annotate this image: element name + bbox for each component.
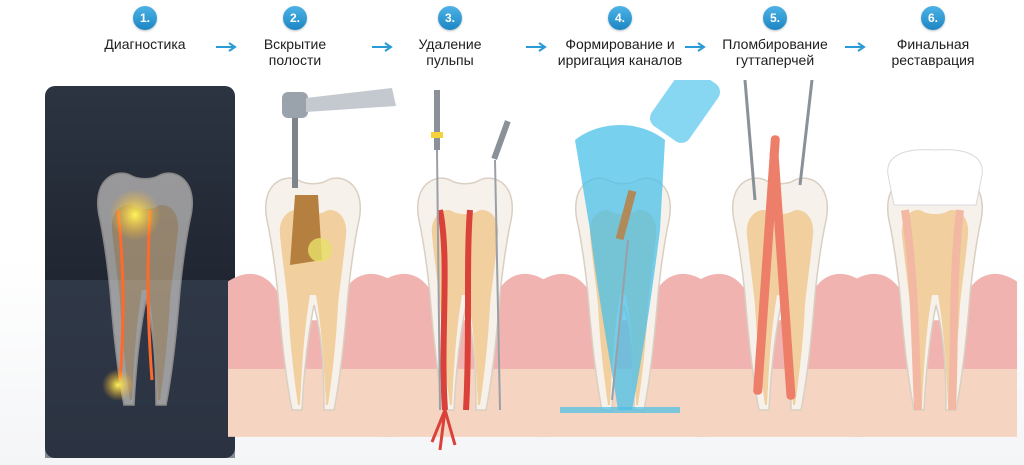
illustration-scene <box>0 80 1024 465</box>
step-1-label: Диагностика <box>104 36 186 52</box>
tooth-illustrations <box>45 80 1017 458</box>
panel-pulp-removal <box>382 90 547 451</box>
arrow-right-icon <box>685 42 706 52</box>
step-5: 5. Пломбирование гуттаперчей <box>705 6 845 68</box>
step-3-number: 3. <box>438 6 462 30</box>
step-4-label: Формирование и ирригация каналов <box>557 36 683 68</box>
step-2-number: 2. <box>283 6 307 30</box>
step-1-number: 1. <box>133 6 157 30</box>
panel-shaping-irrigation <box>540 80 720 437</box>
step-6-label: Финальная реставрация <box>891 36 975 68</box>
steps-header: 1. Диагностика 2. Вскрытие полости 3. Уд… <box>0 0 1024 90</box>
step-3-label: Удаление пульпы <box>418 36 482 68</box>
arrow-right-icon <box>845 42 866 52</box>
panel-diagnosis-xray <box>45 86 235 458</box>
panel-obturation <box>697 80 862 437</box>
step-2-label: Вскрытие полости <box>263 36 327 68</box>
step-5-number: 5. <box>763 6 787 30</box>
arrow-right-icon <box>526 42 547 52</box>
arrow-right-icon <box>216 42 237 52</box>
step-3: 3. Удаление пульпы <box>400 6 500 68</box>
step-2: 2. Вскрытие полости <box>240 6 350 68</box>
step-1: 1. Диагностика <box>80 6 210 52</box>
step-5-label: Пломбирование гуттаперчей <box>722 36 828 68</box>
step-4-number: 4. <box>608 6 632 30</box>
step-4: 4. Формирование и ирригация каналов <box>555 6 685 68</box>
arrow-right-icon <box>372 42 393 52</box>
panel-final-restoration <box>852 149 1017 437</box>
step-6-number: 6. <box>921 6 945 30</box>
panel-access-cavity <box>228 88 396 437</box>
step-6: 6. Финальная реставрация <box>868 6 998 68</box>
